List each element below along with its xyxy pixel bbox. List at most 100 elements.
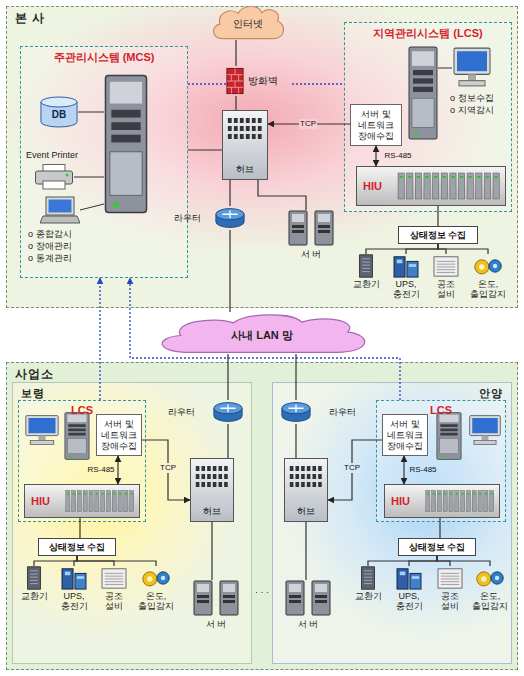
hiu-slots-part — [432, 491, 436, 512]
hub-ports-part — [213, 474, 217, 479]
hiu-slots-part — [466, 491, 470, 512]
hiu-slots-part — [450, 173, 456, 199]
edge-label: TCP — [159, 463, 177, 473]
hub-ports-part — [218, 482, 222, 487]
cloud-shape-part — [162, 315, 364, 352]
firewall-icon-part — [227, 68, 243, 93]
hub-ports-part — [246, 126, 250, 131]
pc-monitor-part — [454, 48, 490, 74]
aircon-icon-part — [105, 573, 123, 584]
server-tower-part — [111, 110, 140, 118]
server-icon-part — [220, 581, 238, 615]
server-icon-part — [223, 584, 235, 592]
edge-label: RS-485 — [383, 151, 412, 161]
ups-icon-part — [409, 264, 416, 267]
hiu-slots-part — [83, 491, 87, 512]
hiu-slots-part — [101, 491, 105, 512]
server-tower-part — [413, 78, 433, 83]
sensor-icon — [141, 566, 171, 590]
note-holder: · · · — [252, 586, 272, 598]
hiu-slots-part — [106, 491, 110, 512]
pc-monitor-part — [482, 436, 489, 441]
hub-ports-part — [224, 466, 228, 471]
server-icon-part — [289, 584, 301, 592]
collector-box: 서버 및 네트워크 장애수집 — [382, 414, 428, 456]
status-label: 상태정보 수집 — [409, 541, 466, 554]
hub-ports-part — [252, 126, 256, 131]
system-title: LCS — [377, 404, 505, 416]
edge-label-holder: RS-485 — [380, 150, 416, 161]
server-tower-part — [413, 70, 433, 75]
hub-ports — [288, 463, 324, 489]
hiu-slots-part — [400, 176, 403, 178]
network-label: 사내 LAN 망 — [231, 328, 293, 343]
facility-device: 교환기 — [350, 566, 386, 618]
device-label: 교환기 — [353, 279, 380, 289]
pc-monitor — [468, 414, 502, 446]
device-label: 온도, 출입감지 — [466, 279, 510, 299]
hiu-slots-part — [417, 176, 420, 178]
server-label: 서 버 — [206, 618, 227, 631]
server-tower-part — [409, 47, 437, 139]
hiu-slots-part — [119, 493, 121, 495]
ups-icon-part — [407, 261, 418, 277]
server-label: 서 버 — [301, 248, 322, 261]
hub-ports-part — [252, 118, 256, 123]
firewall-icon — [226, 67, 244, 95]
hiu-slots-part — [113, 493, 115, 495]
server-tower-part — [68, 433, 85, 436]
hiu-slots-part — [467, 493, 469, 495]
edge-label-holder: RS-485 — [86, 465, 116, 475]
hub-ports-part — [312, 482, 316, 487]
hiu-slots-part — [107, 493, 109, 495]
sensor-icon-part — [479, 264, 484, 269]
facility-device: 교환기 — [348, 254, 384, 304]
ups-icon-part — [65, 572, 71, 576]
hub-ports-part — [201, 482, 205, 487]
hiu-slots-part — [427, 493, 429, 495]
exchange-icon-part — [362, 259, 370, 272]
server-tower-part — [105, 76, 146, 213]
hiu-slots-part — [433, 173, 439, 199]
hiu-slots-part — [484, 173, 490, 199]
hiu-slots-part — [433, 493, 435, 495]
hub-ports-part — [290, 474, 294, 479]
server-tower-part — [68, 424, 85, 427]
hub-ports-part — [234, 118, 238, 123]
hiu-slots-part — [473, 493, 475, 495]
hiu-rack: HIU — [24, 484, 140, 518]
server-icon — [283, 210, 339, 246]
server-icon-part — [292, 230, 304, 233]
server-icon-part — [318, 225, 330, 228]
function-list: o 종합감시o 장애관리o 통계관리 — [28, 228, 98, 268]
hiu-slots-part — [95, 491, 99, 512]
hiu-slots-part — [89, 491, 93, 512]
ups-icon — [394, 566, 424, 590]
server-icon-part — [312, 581, 330, 615]
exchange-icon — [351, 254, 381, 278]
hiu-slots-part — [449, 491, 453, 512]
server-tower-part — [65, 413, 89, 460]
device-label: 교환기 — [21, 591, 48, 601]
hiu-slots-part — [476, 173, 482, 199]
ups-icon — [59, 566, 89, 590]
hiu-slots-part — [438, 493, 440, 495]
server-icon-part — [197, 595, 209, 598]
hiu-slots-part — [67, 493, 69, 495]
exchange-icon-part — [30, 571, 38, 584]
hiu-slots-part — [125, 493, 127, 495]
server-node: 서 버 — [186, 580, 246, 640]
pc-monitor-part — [26, 416, 58, 436]
hiu-slots-part — [408, 176, 411, 178]
hub-ports-part — [307, 482, 311, 487]
facility-device: UPS, 충전기 — [386, 254, 426, 304]
device-label: UPS, 충전기 — [390, 591, 428, 611]
hiu-slots-part — [444, 493, 446, 495]
ups-icon — [391, 254, 421, 278]
sensor-icon-part — [477, 572, 491, 586]
hiu-slots-part — [456, 493, 458, 495]
facility-device: 공조 설비 — [96, 566, 132, 618]
hiu-slots-part — [131, 493, 133, 495]
region-label: 사업소 — [15, 366, 509, 383]
hiu-slots — [425, 489, 495, 513]
